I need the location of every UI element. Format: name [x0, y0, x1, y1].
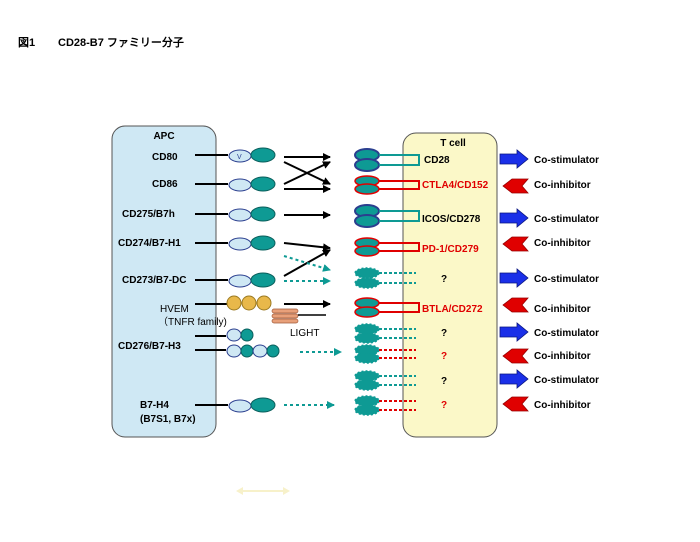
ligand-cd275: [195, 206, 276, 222]
ligand-sub-hvem: （TNFR family): [158, 316, 227, 328]
inhib-arrow-1: [502, 178, 529, 194]
receptor-cd28: [354, 148, 420, 172]
ligand-label-cd274: CD274/B7-H1: [118, 238, 181, 249]
ligand-b7h4: [195, 397, 276, 413]
ligand-cd273: [195, 272, 276, 288]
output-label-6: Co-inhibitor: [534, 304, 591, 315]
output-label-10: Co-inhibitor: [534, 400, 591, 411]
tcell: [402, 132, 498, 438]
tcell-title: T cell: [440, 138, 466, 149]
receptor-label-ctla4: CTLA4/CD152: [422, 180, 489, 191]
output-label-9: Co-stimulator: [534, 375, 599, 386]
ligand-label-cd80: CD80: [152, 152, 178, 163]
receptor-pd1: [354, 237, 420, 257]
receptor-label-unknown-1: ?: [441, 274, 447, 285]
figure-title: CD28-B7 ファミリー分子: [58, 35, 184, 49]
output-label-2: Co-inhibitor: [534, 180, 591, 191]
ligand-label-b7h4: B7-H4: [140, 400, 169, 411]
ligand-label-hvem: HVEM: [160, 304, 189, 315]
receptor-label-unknown-4: ?: [441, 376, 447, 387]
inhib-arrow-3: [502, 297, 529, 313]
figure-label: 図1: [18, 35, 35, 49]
ligand-label-cd275: CD275/B7h: [122, 209, 175, 220]
ligand-cd276: [195, 328, 280, 358]
stim-arrow-3: [499, 268, 529, 288]
interaction-arrows: [283, 153, 342, 409]
receptor-unknown-3: [354, 344, 416, 364]
ligand-sub-b7h4: (B7S1, B7x): [140, 414, 196, 425]
output-label-1: Co-stimulator: [534, 155, 599, 166]
output-label-3: Co-stimulator: [534, 214, 599, 225]
stim-arrow-2: [499, 208, 529, 228]
output-label-4: Co-inhibitor: [534, 238, 591, 249]
ligand-cd80: V: [195, 147, 276, 163]
light-ligand: LIGHT: [271, 308, 326, 339]
receptor-label-unknown-5: ?: [441, 400, 447, 411]
stim-arrow-4: [499, 322, 529, 342]
receptor-unknown-4: [354, 370, 416, 391]
apc-cell: [111, 125, 217, 438]
receptor-ctla4: [354, 175, 420, 195]
receptor-unknown-1: [354, 267, 416, 289]
receptor-unknown-5: [354, 395, 416, 416]
receptor-label-cd28: CD28: [424, 155, 450, 166]
receptor-label-pd1: PD-1/CD279: [422, 244, 479, 255]
receptor-label-unknown-2: ?: [441, 328, 447, 339]
receptor-unknown-2: [354, 323, 416, 344]
ligand-label-cd273: CD273/B7-DC: [122, 275, 186, 286]
faint-double-arrow: [236, 487, 290, 495]
receptor-btla: [354, 297, 420, 318]
v-domain-label: V: [237, 154, 242, 161]
output-label-5: Co-stimulator: [534, 274, 599, 285]
output-label-8: Co-inhibitor: [534, 351, 591, 362]
ligand-hvem: [195, 295, 272, 311]
ligand-cd274: [195, 235, 276, 251]
output-label-7: Co-stimulator: [534, 328, 599, 339]
inhib-arrow-5: [502, 396, 529, 412]
apc-title: APC: [153, 131, 174, 142]
inhib-arrow-4: [502, 348, 529, 364]
receptor-label-icos: ICOS/CD278: [422, 214, 481, 225]
light-label: LIGHT: [290, 328, 319, 339]
ligand-cd86: [195, 176, 276, 192]
stim-arrow-1: [499, 149, 529, 169]
receptor-label-unknown-3: ?: [441, 351, 447, 362]
ligand-label-cd86: CD86: [152, 179, 178, 190]
inhib-arrow-2: [502, 236, 529, 252]
receptor-label-btla: BTLA/CD272: [422, 304, 483, 315]
ligand-label-cd276: CD276/B7-H3: [118, 341, 181, 352]
receptor-icos: [354, 204, 420, 228]
stim-arrow-5: [499, 369, 529, 389]
